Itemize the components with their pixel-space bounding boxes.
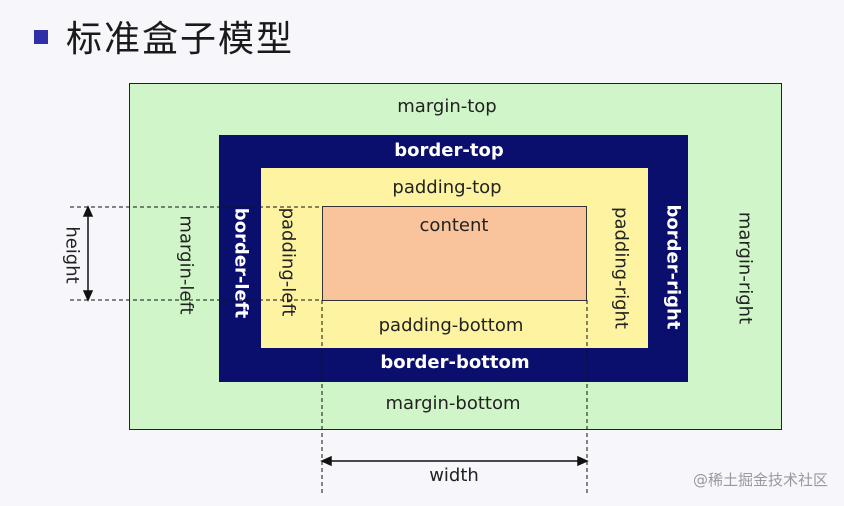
title-bullet xyxy=(34,30,48,44)
border-bottom-label: border-bottom xyxy=(380,352,530,373)
margin-top-label: margin-top xyxy=(397,96,497,117)
content-label: content xyxy=(419,215,489,236)
border-top-label: border-top xyxy=(394,140,504,161)
margin-bottom-label: margin-bottom xyxy=(385,393,521,414)
content-area xyxy=(322,206,587,301)
page-title: 标准盒子模型 xyxy=(66,19,295,60)
watermark: @稀土掘金技术社区 xyxy=(692,471,828,489)
padding-top-label: padding-top xyxy=(392,177,502,198)
padding-bottom-label: padding-bottom xyxy=(378,315,524,336)
height-label: height xyxy=(61,226,83,284)
width-label: width xyxy=(429,465,479,486)
